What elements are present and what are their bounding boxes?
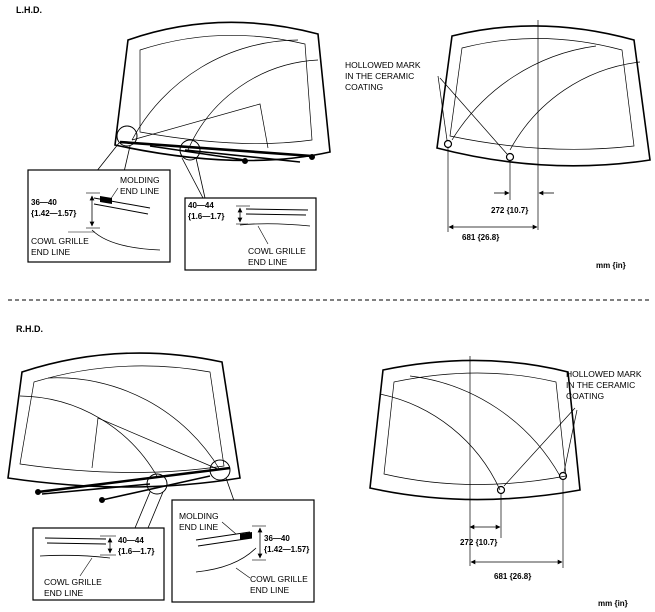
rhd-dim-large: 681 {26.8}: [494, 572, 531, 581]
rhd-windshield-wipers-view: [7, 352, 241, 529]
rhd-right-molding-label-1: MOLDING: [179, 511, 219, 521]
rhd-right-molding-label-2: END LINE: [179, 522, 219, 532]
lhd-left-dim-in: {1.42—1.57}: [31, 209, 76, 218]
lhd-left-dim-mm: 36—40: [31, 198, 57, 207]
lhd-left-molding-label-1: MOLDING: [120, 175, 160, 185]
lhd-hollowed-mark-2: [505, 152, 515, 162]
rhd-left-dim-in: {1.6—1.7}: [118, 547, 154, 556]
rhd-mark-label-1: HOLLOWED MARK: [566, 369, 642, 379]
rhd-right-cowl-label-2: END LINE: [250, 585, 290, 595]
lhd-wipe-arc-driver: [131, 39, 299, 141]
lhd-ceramic-border: [139, 34, 313, 144]
rhd-right-dim-mm: 36—40: [264, 534, 290, 543]
lhd-mark-label-2: IN THE CERAMIC: [345, 71, 414, 81]
rhd-hollowed-mark-2: [558, 471, 568, 481]
lhd-windshield-marks-view: [436, 20, 651, 232]
rhd-units: mm {in}: [598, 599, 628, 608]
lhd-wiper-arms: [149, 145, 301, 163]
rhd-windshield-marks-view: [369, 356, 581, 568]
rhd-mark-label-3: COATING: [566, 391, 604, 401]
lhd-left-molding-label-2: END LINE: [120, 186, 160, 196]
lhd-windshield-outline: [114, 21, 331, 162]
rhd-left-cowl-label-1: COWL GRILLE: [44, 577, 102, 587]
rhd-left-cowl-label-2: END LINE: [44, 588, 84, 598]
lhd-units: mm {in}: [596, 261, 626, 270]
rhd-detail-driver-side: MOLDING END LINE 36—40 {1.42—1.57} COWL …: [171, 499, 315, 603]
rhd-right-cowl-label-1: COWL GRILLE: [250, 574, 308, 584]
lhd-mark-label-1: HOLLOWED MARK: [345, 60, 421, 70]
rhd-detail-passenger-side: 40—44 {1.6—1.7} COWL GRILLE END LINE: [32, 527, 165, 601]
lhd-left-cowl-label-2: END LINE: [31, 247, 71, 257]
lhd-section-title: L.H.D.: [16, 5, 42, 15]
lhd-wiper-blades: [119, 140, 313, 158]
lhd-dim-large: 681 {26.8}: [462, 233, 499, 242]
lhd-hollowed-mark-1: [443, 139, 453, 149]
rhd-dim-small: 272 {10.7}: [460, 538, 497, 547]
rhd-section-title: R.H.D.: [16, 324, 43, 334]
lhd-wipe-arc-passenger: [187, 59, 319, 151]
lhd-detail-passenger-side: 40—44 {1.6—1.7} COWL GRILLE END LINE: [184, 197, 317, 271]
lhd-right-cowl-label-2: END LINE: [248, 257, 288, 267]
lhd-right-cowl-label-1: COWL GRILLE: [248, 246, 306, 256]
lhd-right-dim-mm: 40—44: [188, 201, 214, 210]
rhd-right-dim-in: {1.42—1.57}: [264, 545, 309, 554]
rhd-mark-label-2: IN THE CERAMIC: [566, 380, 635, 390]
lhd-windshield-wipers-view: [95, 21, 331, 199]
lhd-right-dim-in: {1.6—1.7}: [188, 212, 224, 221]
lhd-mark-label-3: COATING: [345, 82, 383, 92]
lhd-dim-small: 272 {10.7}: [491, 206, 528, 215]
lhd-left-cowl-label-1: COWL GRILLE: [31, 236, 89, 246]
rhd-hollowed-mark-1: [496, 485, 506, 495]
lhd-detail-driver-side: 36—40 {1.42—1.57} MOLDING END LINE COWL …: [27, 169, 171, 263]
rhd-left-dim-mm: 40—44: [118, 536, 144, 545]
